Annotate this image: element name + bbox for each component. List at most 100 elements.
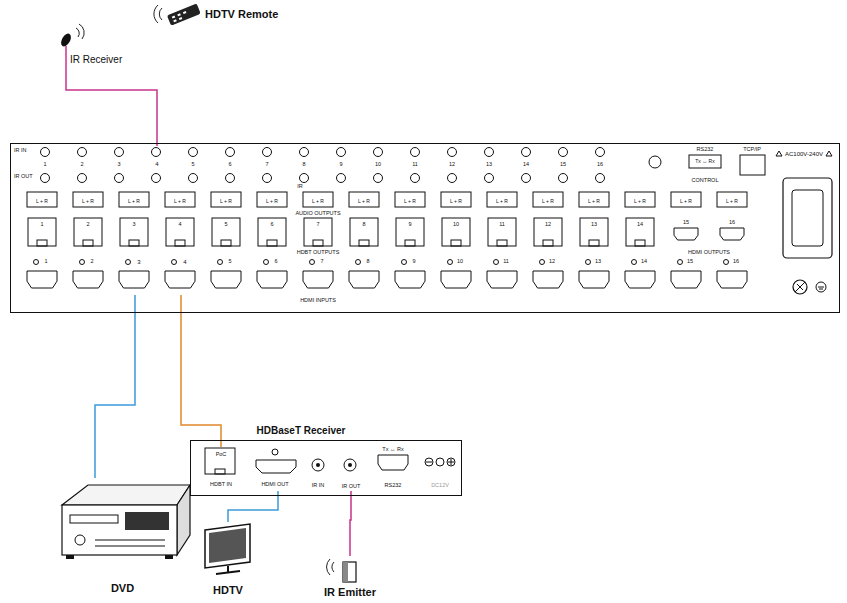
- panel-label: 6: [232, 221, 312, 227]
- rj45-tab: [175, 240, 185, 246]
- remote-button: [183, 11, 187, 14]
- tv-panel: [209, 528, 246, 563]
- hdmi-input-port: [119, 271, 149, 288]
- panel-label: 7: [227, 161, 307, 167]
- dvd-side: [177, 485, 190, 555]
- ir-out-jack: [411, 174, 420, 183]
- rj45-tab: [359, 240, 369, 246]
- ir-out-jack: [374, 174, 383, 183]
- node-text: IR Emitter: [315, 586, 385, 599]
- led: [80, 260, 85, 265]
- panel-label: 1: [2, 221, 82, 227]
- panel-label: 12: [512, 258, 592, 264]
- panel-label: 13: [554, 221, 634, 227]
- panel-label: L + R: [554, 199, 634, 205]
- ir-out-jack: [78, 174, 87, 183]
- led: [402, 260, 407, 265]
- rj45-tab: [635, 240, 645, 246]
- dvd-foot: [66, 555, 74, 559]
- led: [448, 260, 453, 265]
- ir-out-jack: [485, 174, 494, 183]
- dc-plus: [451, 459, 452, 465]
- panel-label: CONTROL: [665, 177, 745, 183]
- ir-waves: [327, 559, 334, 575]
- dc-symbol: [436, 458, 444, 466]
- ir-receiver-cable: [65, 46, 67, 72]
- panel-label: L + R: [48, 199, 128, 205]
- panel-label: HDMI INPUTS: [278, 297, 358, 303]
- ir-in-jack: [152, 148, 161, 157]
- led: [586, 260, 591, 265]
- led: [172, 260, 177, 265]
- ir-emitter-device: IR Emitter: [315, 556, 385, 600]
- panel-label: 14: [604, 258, 684, 264]
- ir-out-jack: [226, 174, 235, 183]
- panel-label: 8: [264, 161, 344, 167]
- ir-emitter-icon: [327, 559, 356, 582]
- dc-symbol: [447, 458, 455, 466]
- node-text: HDMI OUT: [249, 481, 301, 487]
- tcpip-port: [740, 155, 765, 175]
- panel-label: L + R: [140, 199, 220, 205]
- panel-label: IR IN: [278, 482, 358, 488]
- panel-label: TCP/IP: [712, 146, 792, 152]
- hdmi-input-port: [395, 271, 425, 288]
- ir-in-jack: [78, 148, 87, 157]
- panel-label: 15: [523, 161, 603, 167]
- device-label: HDTV Remote: [205, 8, 278, 21]
- ir-out-jack: [448, 174, 457, 183]
- panel-label: 9: [374, 258, 454, 264]
- panel-label: 10: [416, 221, 496, 227]
- ir-in-jack: [226, 148, 235, 157]
- panel-label: 9: [301, 161, 381, 167]
- rj45-tab: [497, 240, 507, 246]
- rj45-tab: [405, 240, 415, 246]
- rj45-tab: [83, 240, 93, 246]
- emitter-shade: [343, 562, 348, 582]
- jack-hole: [316, 463, 320, 467]
- led: [264, 260, 269, 265]
- node-text: IR Receiver: [70, 54, 128, 66]
- node-text: 4: [147, 161, 167, 168]
- ir-out-jack: [596, 174, 605, 183]
- remote-button: [179, 17, 183, 20]
- hdmi-input-port: [257, 271, 287, 288]
- hdmi-input-port: [441, 271, 471, 288]
- panel-label: 5: [186, 221, 266, 227]
- hdmi-port: [256, 460, 296, 473]
- hdmi-input-port: [165, 271, 195, 288]
- panel-label: L + R: [324, 199, 404, 205]
- ir-in-jack: [559, 148, 568, 157]
- panel-label: 12: [412, 161, 492, 167]
- led: [632, 260, 637, 265]
- panel-label: L + R: [508, 199, 588, 205]
- led: [724, 260, 729, 265]
- panel-label: Tx ↔ Rx: [353, 446, 433, 452]
- panel-label: 6: [190, 161, 270, 167]
- hdmi-input-port: [625, 271, 655, 288]
- ir-in-jack: [263, 148, 272, 157]
- led: [494, 260, 499, 265]
- cable: [66, 72, 157, 146]
- node-text: 4: [175, 259, 195, 266]
- node-text: IR OUT: [335, 483, 367, 489]
- panel-label: RS232: [353, 482, 433, 488]
- ir-out-jack: [337, 174, 346, 183]
- dvd-knob: [75, 535, 85, 545]
- panel-label: 15: [646, 219, 726, 225]
- panel-label: 4: [140, 221, 220, 227]
- output-port-column: 4: [165, 257, 197, 295]
- panel-label: L + R: [462, 199, 542, 205]
- hdmi-input-port: [349, 271, 379, 288]
- ir-out-jack: [115, 174, 124, 183]
- led: [356, 260, 361, 265]
- dvd-tray: [70, 515, 118, 523]
- ir-receiver-head: [59, 32, 73, 48]
- dvd-trim: [95, 546, 165, 547]
- hdmi-output-port: [674, 228, 698, 240]
- panel-label: 2: [42, 161, 122, 167]
- panel-label: DC12V: [400, 482, 480, 488]
- cable: [350, 491, 351, 556]
- panel-label: 7: [282, 258, 362, 264]
- dvd-device: DVD: [55, 478, 190, 598]
